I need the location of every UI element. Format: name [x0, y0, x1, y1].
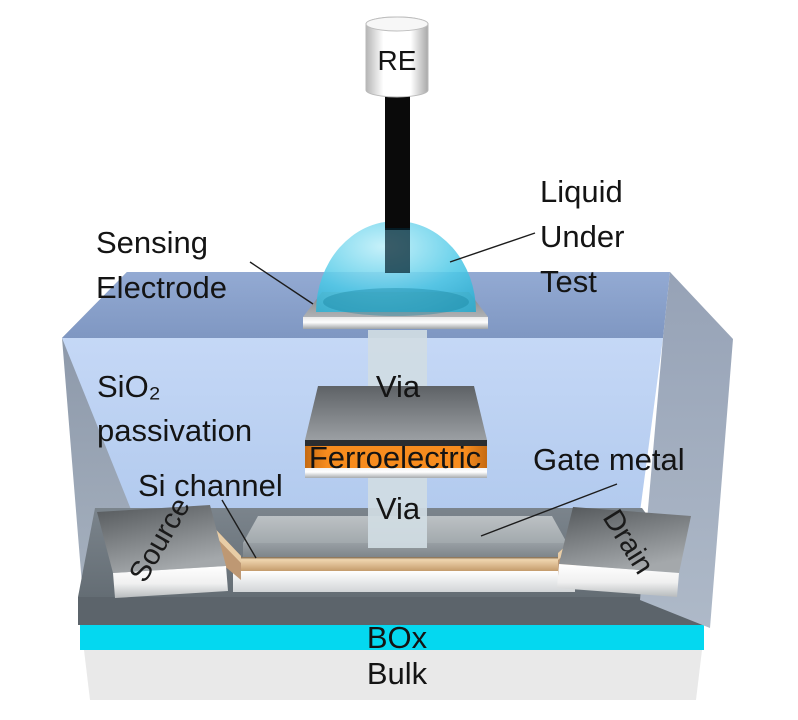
leader-liquid-under-test [449, 232, 536, 263]
bulk-layer [84, 650, 702, 700]
si-channel-layer [232, 557, 575, 571]
drain-front-face [557, 564, 679, 597]
reference-electrode: RE [365, 16, 429, 273]
ferro-dark-edge [305, 440, 487, 446]
passivation-label-line2: passivation [97, 413, 252, 448]
liquid-label-line3: Test [540, 264, 597, 299]
leader-si-channel [221, 499, 257, 559]
gate-metal-front [243, 543, 567, 557]
text-labels: Liquid Under Test Sensing Electrode SiO₂… [96, 174, 685, 691]
leader-sensing-electrode [249, 261, 314, 305]
via-upper-label: Via [376, 369, 421, 404]
ferro-bottom-electrode [305, 468, 487, 478]
leader-gate-metal [480, 483, 618, 537]
source-top-face [97, 505, 226, 573]
ferroelectric-stack [305, 386, 487, 478]
box-oxide-layer [80, 625, 704, 650]
passivation-label-line1: SiO₂ [97, 369, 161, 404]
ferro-top-electrode [305, 386, 487, 440]
drain-contact: Drain [557, 504, 691, 597]
liquid-label-line2: Under [540, 219, 624, 254]
re-label: RE [378, 45, 417, 76]
bulk-label: Bulk [367, 656, 428, 691]
gate-metal-label: Gate metal [533, 442, 685, 477]
si-channel-label: Si channel [138, 468, 283, 503]
box-oxide-label: BOx [367, 620, 428, 655]
via-lower-label: Via [376, 491, 421, 526]
droplet-base-shadow [323, 288, 469, 316]
source-front-face [113, 566, 228, 598]
plate-front-face [303, 317, 488, 329]
electrode-rod-in-liquid [385, 228, 410, 273]
gate-pedestal [233, 571, 575, 592]
electrode-rod [385, 93, 410, 230]
leader-lines [221, 232, 618, 559]
ferroelectric-layer [305, 446, 487, 468]
gate-stack [232, 516, 575, 592]
drain-top-face [559, 507, 691, 573]
sensing-label-line2: Electrode [96, 270, 227, 305]
sensing-label-line1: Sensing [96, 225, 208, 260]
ferroelectric-label: Ferroelectric [309, 440, 481, 475]
substrate-front-face [78, 597, 706, 625]
re-cylinder-top-rim [365, 16, 429, 32]
liquid-label-line1: Liquid [540, 174, 623, 209]
